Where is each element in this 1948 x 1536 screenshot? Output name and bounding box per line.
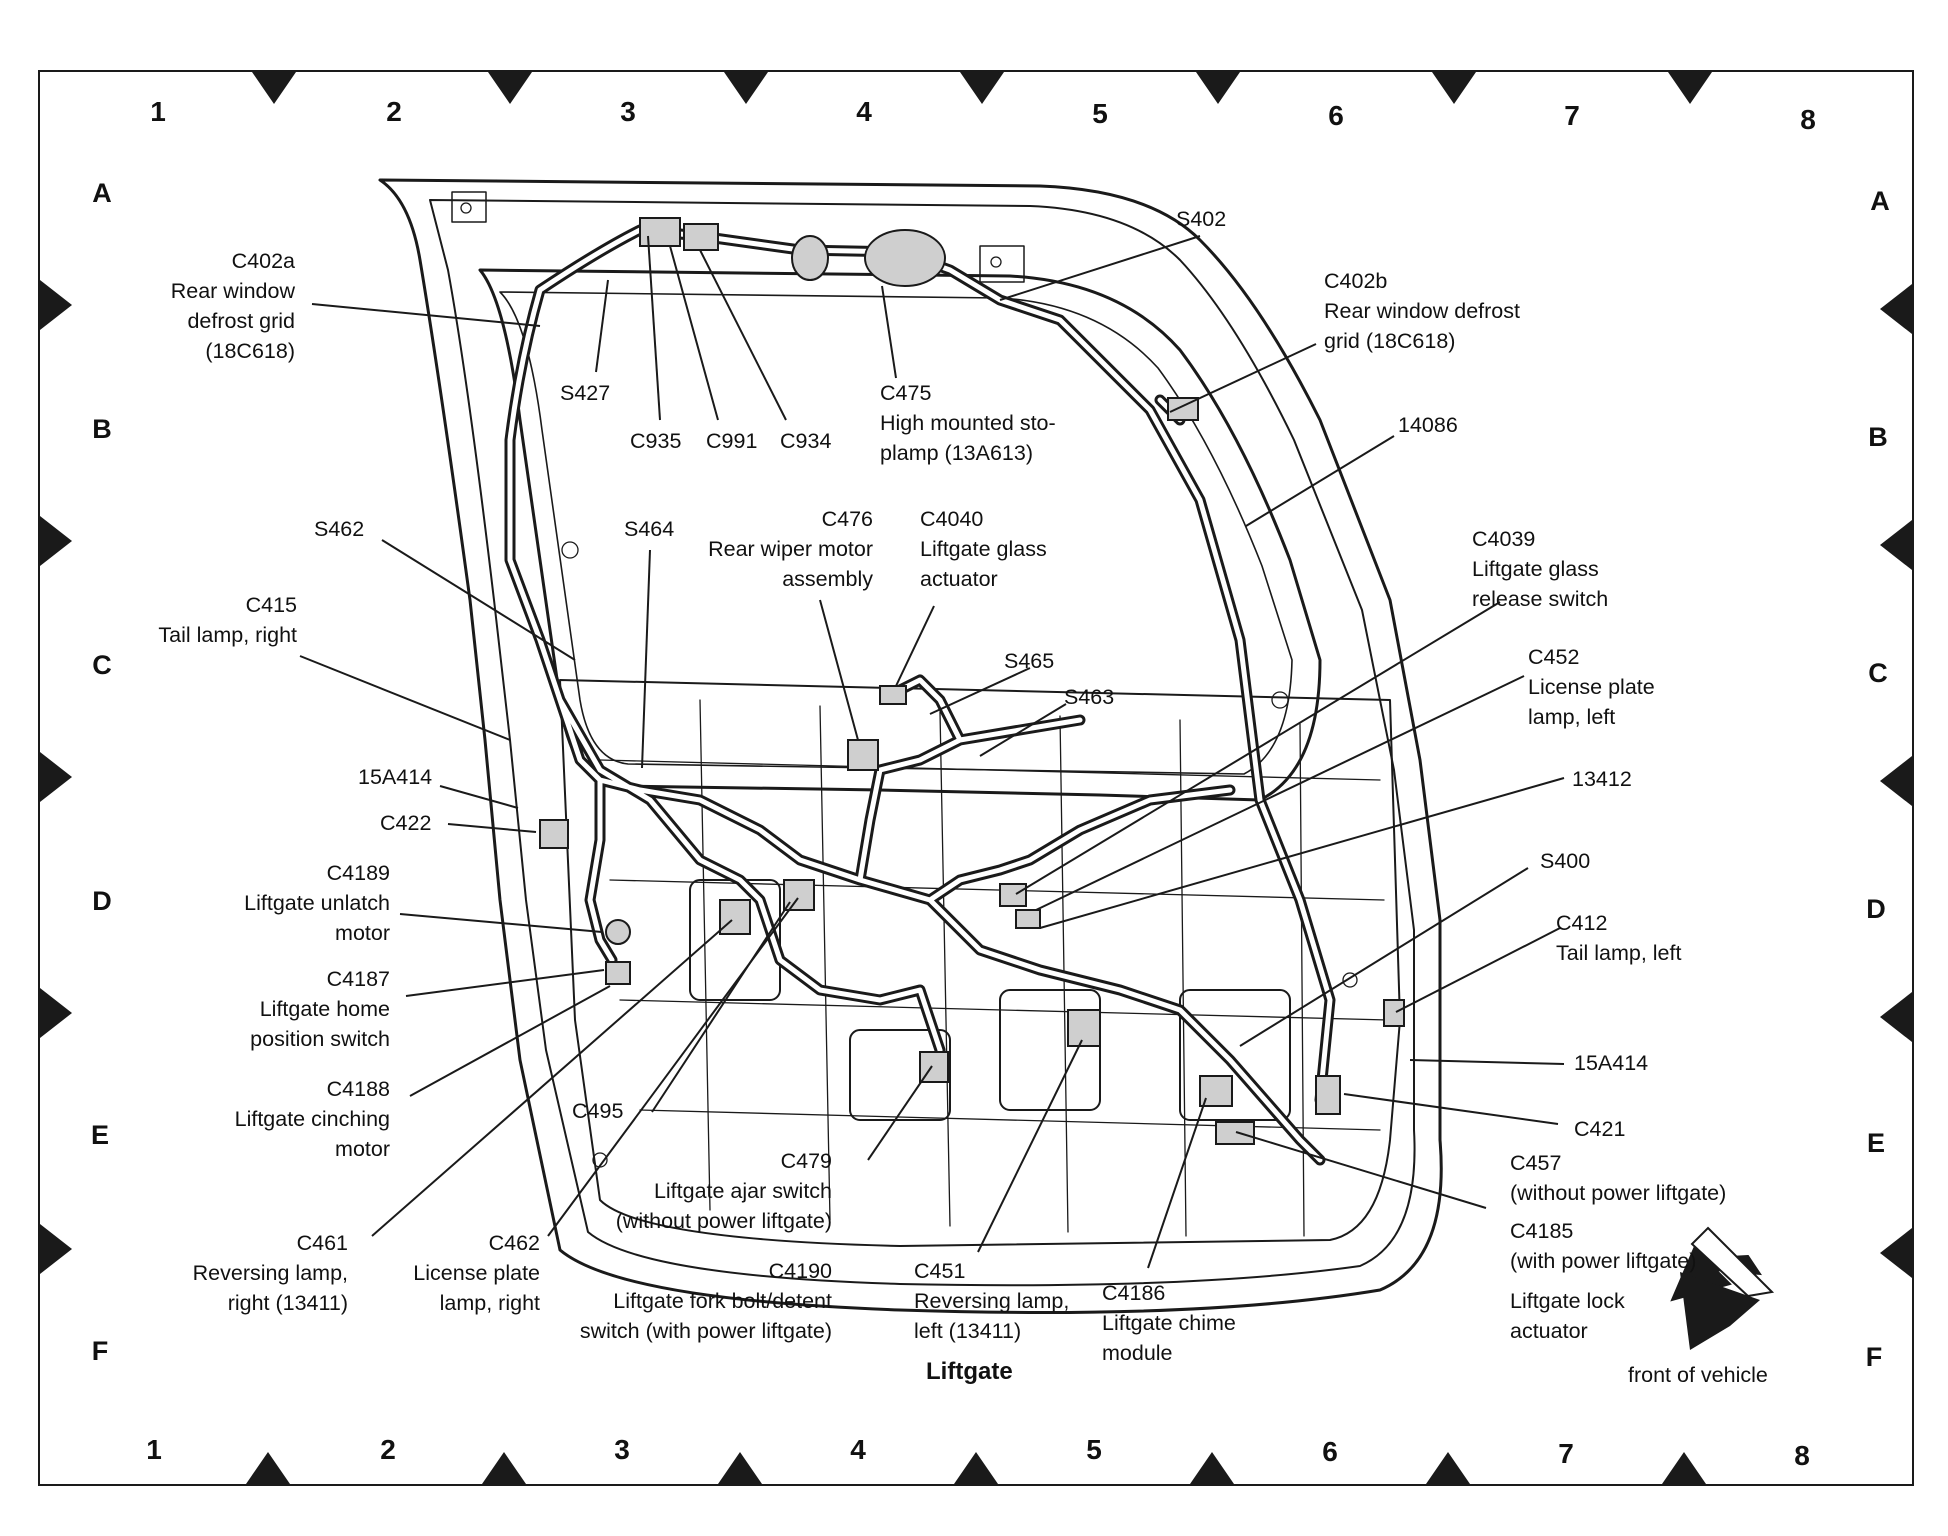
label-c402a: C402a Rear window defrost grid (18C618) bbox=[170, 249, 295, 363]
grid-col-6-bottom: 6 bbox=[1322, 1436, 1338, 1467]
front-of-vehicle-arrow bbox=[1670, 1226, 1775, 1350]
liftgate-outer-outline bbox=[378, 178, 1443, 1314]
label-liftgate-lock-actuator: Liftgate lock actuator bbox=[1510, 1289, 1625, 1343]
connector-c935 bbox=[639, 217, 681, 247]
registration-marks bbox=[40, 72, 1912, 1484]
label-s465: S465 bbox=[1004, 649, 1055, 673]
label-s464: S464 bbox=[624, 517, 675, 541]
grid-col-6-top: 6 bbox=[1328, 100, 1344, 131]
diagram-frame bbox=[38, 70, 1914, 1486]
label-s462: S462 bbox=[314, 517, 365, 541]
label-c461: C461 Reversing lamp, right (13411) bbox=[192, 1231, 348, 1315]
grid-row-e-left: E bbox=[90, 1120, 109, 1150]
grid-row-f-right: F bbox=[1865, 1342, 1883, 1372]
label-s427: S427 bbox=[560, 381, 611, 405]
label-c4189: C4189 Liftgate unlatch motor bbox=[244, 861, 390, 945]
label-c415: C415 Tail lamp, right bbox=[158, 593, 297, 647]
grid-col-7-top: 7 bbox=[1564, 100, 1580, 131]
label-c4185: C4185 (with power liftgate) bbox=[1510, 1219, 1697, 1273]
grid-col-4-top: 4 bbox=[856, 96, 872, 127]
liftgate-inner-edge bbox=[429, 199, 1416, 1287]
access-window-2 bbox=[999, 989, 1101, 1111]
leader-lines bbox=[299, 235, 1565, 1269]
label-front-of-vehicle: front of vehicle bbox=[1628, 1363, 1768, 1387]
label-c402b: C402b Rear window defrost grid (18C618) bbox=[1324, 269, 1520, 353]
label-c4190: C4190 Liftgate fork bolt/detent switch (… bbox=[579, 1259, 832, 1343]
grid-col-5-top: 5 bbox=[1092, 98, 1108, 129]
label-c422: C422 bbox=[380, 811, 432, 835]
label-c4186: C4186 Liftgate chime module bbox=[1102, 1281, 1236, 1365]
diagram-caption: Liftgate bbox=[926, 1358, 1013, 1385]
grid-col-2-bottom: 2 bbox=[380, 1434, 396, 1465]
glass-release-switch bbox=[999, 883, 1027, 907]
grid-row-c-right: C bbox=[1868, 658, 1888, 688]
license-lamp-connector-left bbox=[1015, 909, 1041, 929]
label-c495: C495 bbox=[572, 1099, 624, 1123]
home-position-switch bbox=[605, 961, 631, 985]
grid-row-f-left: F bbox=[91, 1336, 109, 1366]
label-c4040: C4040 Liftgate glass actuator bbox=[920, 507, 1047, 591]
grid-row-a-left: A bbox=[92, 178, 112, 208]
label-c4188: C4188 Liftgate cinching motor bbox=[234, 1077, 390, 1161]
label-c421: C421 bbox=[1574, 1117, 1626, 1141]
label-c462: C462 License plate lamp, right bbox=[413, 1231, 540, 1315]
label-15a414-right: 15A414 bbox=[358, 765, 433, 789]
access-window-4 bbox=[849, 1029, 951, 1121]
grid-col-3-top: 3 bbox=[620, 96, 636, 127]
glass-opening bbox=[478, 268, 1322, 802]
access-window-3 bbox=[1179, 989, 1291, 1121]
connector-c422 bbox=[539, 819, 569, 849]
grid-row-d-left: D bbox=[92, 886, 112, 916]
label-c475: C475 High mounted sto- plamp (13A613) bbox=[880, 381, 1056, 465]
connector-c934 bbox=[683, 223, 719, 251]
label-c457: C457 (without power liftgate) bbox=[1510, 1151, 1727, 1205]
label-s463: S463 bbox=[1064, 685, 1115, 709]
grid-col-2-top: 2 bbox=[386, 96, 402, 127]
high-mount-stoplamp bbox=[864, 229, 946, 287]
label-14086: 14086 bbox=[1398, 413, 1458, 437]
grid-col-1-bottom: 1 bbox=[146, 1434, 162, 1465]
grid-row-c-left: C bbox=[92, 650, 112, 680]
components bbox=[539, 217, 1405, 1145]
label-c934: C934 bbox=[780, 429, 832, 453]
label-c476: C476 Rear wiper motor assembly bbox=[708, 507, 873, 591]
label-c4187: C4187 Liftgate home position switch bbox=[250, 967, 390, 1051]
label-15a414-left: 15A414 bbox=[1574, 1051, 1649, 1075]
grid-row-a-right: A bbox=[1870, 186, 1890, 216]
label-c935: C935 bbox=[630, 429, 682, 453]
grid-col-1-top: 1 bbox=[150, 96, 166, 127]
reversing-lamp-connector-left bbox=[1067, 1009, 1101, 1047]
label-s402: S402 bbox=[1176, 207, 1227, 231]
grid-col-8-bottom: 8 bbox=[1794, 1440, 1810, 1471]
grid-col-4-bottom: 4 bbox=[850, 1434, 866, 1465]
label-s400: S400 bbox=[1540, 849, 1591, 873]
label-c412: C412 Tail lamp, left bbox=[1556, 911, 1682, 965]
grid-row-b-left: B bbox=[92, 414, 112, 444]
wiper-motor-connector bbox=[847, 739, 879, 771]
label-13412: 13412 bbox=[1572, 767, 1632, 791]
grid-row-e-right: E bbox=[1866, 1128, 1885, 1158]
grid-col-3-bottom: 3 bbox=[614, 1434, 630, 1465]
connector-c421 bbox=[1315, 1075, 1341, 1115]
label-c452: C452 License plate lamp, left bbox=[1528, 645, 1655, 729]
reversing-lamp-connector-right bbox=[719, 899, 751, 935]
label-c991: C991 bbox=[706, 429, 758, 453]
grid-col-8-top: 8 bbox=[1800, 104, 1816, 135]
tail-lamp-left-connector bbox=[1383, 999, 1405, 1027]
label-c4039: C4039 Liftgate glass release switch bbox=[1472, 527, 1609, 611]
grid-col-5-bottom: 5 bbox=[1086, 1434, 1102, 1465]
lock-actuator bbox=[1215, 1121, 1255, 1145]
label-c479: C479 Liftgate ajar switch (without power… bbox=[615, 1149, 832, 1233]
glass-actuator-connector bbox=[879, 685, 907, 705]
grid-row-b-right: B bbox=[1868, 422, 1888, 452]
grid-col-7-bottom: 7 bbox=[1558, 1438, 1574, 1469]
unlatch-motor bbox=[605, 919, 631, 945]
grid-row-d-right: D bbox=[1866, 894, 1886, 924]
label-c451: C451 Reversing lamp, left (13411) bbox=[914, 1259, 1070, 1343]
